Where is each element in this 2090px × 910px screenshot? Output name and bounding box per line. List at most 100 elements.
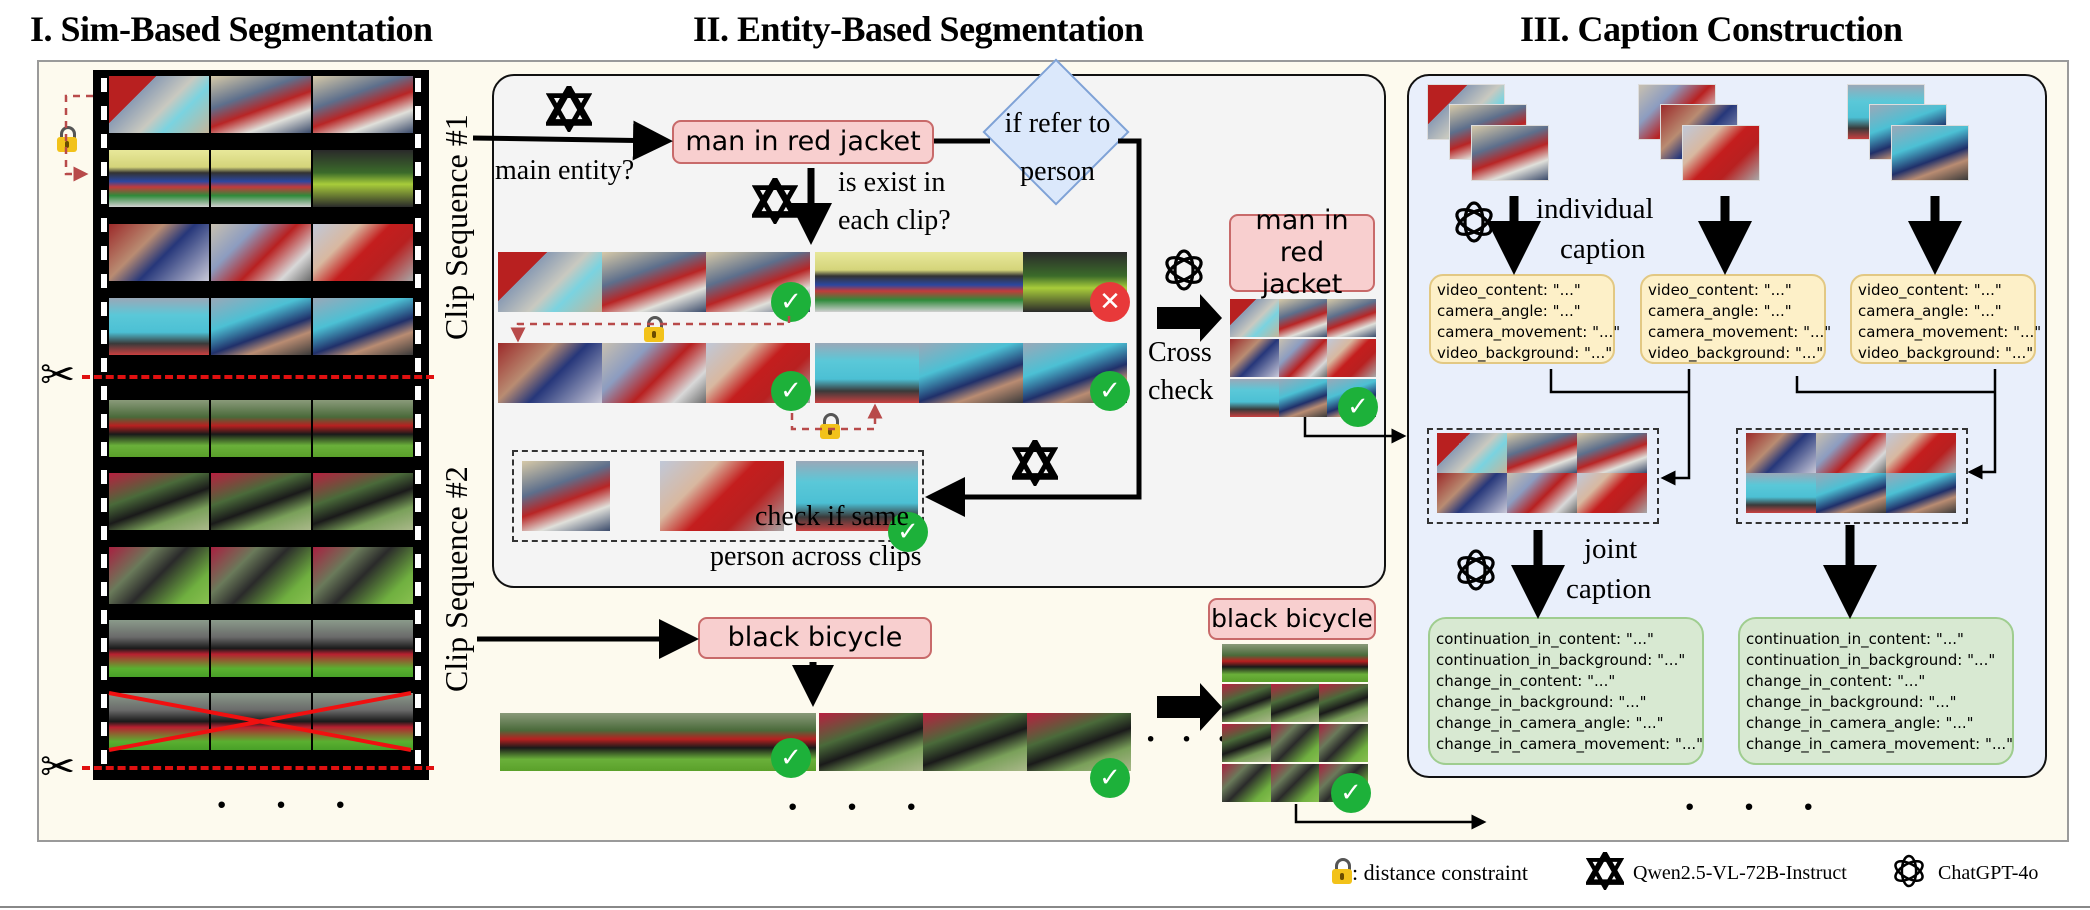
clip-frame <box>1278 379 1328 417</box>
film-perforation <box>101 750 107 764</box>
film-perforation <box>101 190 107 204</box>
film-frame <box>313 224 413 281</box>
legend-lock-icon <box>1332 858 1352 884</box>
bicycle-clip-strip-1 <box>500 713 816 771</box>
clip-frame <box>1891 125 1969 181</box>
film-strip <box>93 70 429 780</box>
decision-text-line1: if refer to <box>1004 108 1111 139</box>
clip-frame <box>1816 473 1886 513</box>
film-perforation <box>415 246 421 260</box>
joint-caption-line2: caption <box>1566 573 1652 605</box>
bicycle-clip-strip-2 <box>819 713 1131 771</box>
clip-frame <box>1816 433 1886 473</box>
section-title-entity: II. Entity-Based Segmentation <box>693 9 1144 49</box>
caption-field: video_background: "..." <box>1858 344 2034 362</box>
joint-caption-field: change_in_content: "..." <box>1746 672 1926 690</box>
film-perforation <box>101 414 107 428</box>
film-perforation <box>415 274 421 288</box>
film-frame-row <box>109 620 413 677</box>
cross-check-line1: Cross <box>1148 337 1212 368</box>
clip-frame <box>1886 473 1956 513</box>
film-frame <box>211 76 311 133</box>
decision-text: if refer to person <box>975 100 1140 196</box>
caption-field: video_content: "..." <box>1437 281 1581 299</box>
merged-clip-row <box>1230 339 1376 377</box>
clip-strip-1 <box>498 252 810 312</box>
entity-result-line2: jacket <box>1261 269 1343 300</box>
joint-caption-line1: joint <box>1584 533 1638 565</box>
entity-result-man-in-red-jacket: man in red jacket <box>1229 205 1375 300</box>
clip-frame <box>500 713 606 771</box>
film-perforation <box>415 666 421 680</box>
joint-clip-row <box>1437 473 1647 513</box>
film-frame <box>211 547 311 604</box>
joint-caption-field: change_in_camera_movement: "..." <box>1746 735 2014 753</box>
film-frame <box>211 224 311 281</box>
film-frame <box>313 76 413 133</box>
individual-caption-box: video_content: "..."camera_angle: "..."c… <box>1429 274 1620 364</box>
film-frame <box>109 620 209 677</box>
film-perforation <box>101 498 107 512</box>
scissors-icon: ✂ <box>40 350 76 399</box>
clip-frame <box>1270 684 1320 722</box>
exist-question-line1: is exist in <box>838 167 946 198</box>
clip-frame <box>1222 764 1271 802</box>
caption-field: camera_angle: "..." <box>1858 302 2002 320</box>
clip-frame <box>522 461 610 531</box>
film-frame <box>109 224 209 281</box>
clip-frame <box>1746 433 1816 473</box>
film-perforation <box>415 358 421 372</box>
film-perforation <box>101 358 107 372</box>
film-perforation <box>101 78 107 92</box>
clip-frame <box>498 343 602 403</box>
clip-frame <box>919 252 1023 312</box>
film-frame <box>313 620 413 677</box>
check-icon: ✓ <box>771 371 811 411</box>
film-perforation <box>101 526 107 540</box>
film-frame <box>109 150 209 207</box>
film-perforation <box>101 302 107 316</box>
qwen-icon <box>546 86 592 132</box>
film-frame <box>211 150 311 207</box>
individual-caption-line2: caption <box>1560 233 1646 265</box>
film-perforation <box>415 302 421 316</box>
check-icon: ✓ <box>1090 371 1130 411</box>
individual-caption-line1: individual <box>1536 193 1654 225</box>
section-title-caption: III. Caption Construction <box>1520 9 1903 49</box>
individual-caption-box: video_content: "..."camera_angle: "..."c… <box>1640 274 1831 364</box>
clip-frame <box>1327 339 1376 377</box>
film-perforation <box>101 442 107 456</box>
more-sequences-ellipsis: · · · <box>215 782 366 827</box>
clip-frame <box>1230 379 1279 417</box>
cross-check-line2: check <box>1148 375 1214 406</box>
clip-frame <box>1507 473 1577 513</box>
cross-icon: ✕ <box>1090 282 1130 322</box>
film-perforation <box>415 190 421 204</box>
exist-question-line2: each clip? <box>838 205 951 236</box>
check-icon: ✓ <box>1090 758 1130 798</box>
clip-frame <box>660 461 784 531</box>
clip-frame <box>1886 433 1956 473</box>
clip-sequence-2-label: Clip Sequence #2 <box>438 466 474 692</box>
film-perforation <box>101 694 107 708</box>
chatgpt-icon <box>1457 549 1495 591</box>
caption-field: video_content: "..." <box>1858 281 2002 299</box>
film-perforation <box>101 274 107 288</box>
film-perforation <box>101 554 107 568</box>
chatgpt-icon <box>1455 201 1493 243</box>
qwen-icon <box>752 178 798 224</box>
clip-frame <box>819 713 923 771</box>
joint-caption-field: change_in_camera_angle: "..." <box>1746 714 1974 732</box>
clip-frame <box>1230 299 1279 337</box>
clip-frame <box>1319 724 1368 762</box>
film-frame <box>313 693 413 750</box>
film-frame <box>109 400 209 457</box>
film-frame <box>313 473 413 530</box>
clip-frame <box>522 461 610 531</box>
caption-field: camera_movement: "..." <box>1858 323 2042 341</box>
joint-caption-field: change_in_background: "..." <box>1746 693 1957 711</box>
film-frame-row <box>109 224 413 281</box>
legend-distance-constraint: : distance constraint <box>1352 860 1528 885</box>
joint-caption-field: continuation_in_background: "..." <box>1746 651 1996 669</box>
film-perforation <box>415 106 421 120</box>
